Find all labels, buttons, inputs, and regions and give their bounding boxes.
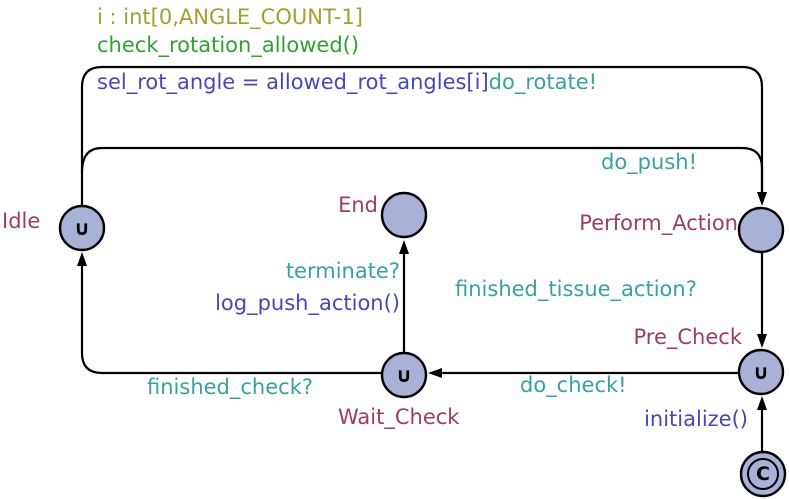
arrowhead-into-perform-action [757,192,767,206]
arrowhead-into-idle [77,252,87,266]
location-name-perform-action: Perform_Action [579,211,738,235]
arrowhead-into-precheck-top [757,334,767,348]
location-idle-circle [58,204,106,252]
location-end-circle [380,191,428,239]
location-name-pre-check: Pre_Check [633,325,743,349]
sync-do-check-label: do_check! [520,373,627,397]
update-log-push-label: log_push_action() [215,291,400,315]
urgent-marker-pre-check: ∪ [752,360,770,384]
location-name-end: End [338,193,378,217]
urgent-marker-idle: ∪ [73,216,91,240]
urgent-marker-wait-check: ∪ [395,363,413,387]
arrowhead-into-waitcheck [428,368,442,378]
location-wait-check-circle [380,351,428,399]
rotate-edge-label-row: sel_rot_angle = allowed_rot_angles[i] do… [97,70,597,94]
location-pre-check-circle [737,348,785,396]
location-name-idle: Idle [2,209,41,233]
location-name-wait-check: Wait_Check [338,405,460,429]
location-initial-inner-circle [747,458,779,490]
edge-idle-to-perform-do-rotate [80,65,764,207]
edge-idle-to-perform-do-push [80,146,764,196]
location-perform-action-circle [737,206,785,254]
update-initialize-label: initialize() [644,407,748,431]
sync-do-rotate-label: do_rotate! [488,70,598,94]
update-rotate-label: sel_rot_angle = allowed_rot_angles[i] [97,70,489,94]
sync-terminate-label: terminate? [285,259,400,283]
sync-do-push-label: do_push! [601,150,697,174]
sync-finished-tissue-label: finished_tissue_action? [455,277,697,301]
arrowhead-into-precheck-bottom [757,396,767,410]
committed-marker-initial: C [756,463,770,485]
arrowhead-into-end [399,240,409,254]
sync-finished-check-label: finished_check? [147,375,314,399]
guard-label: check_rotation_allowed() [97,33,360,57]
select-label: i : int[0,ANGLE_COUNT-1] [97,5,363,29]
edge-waitcheck-to-idle [80,264,383,375]
